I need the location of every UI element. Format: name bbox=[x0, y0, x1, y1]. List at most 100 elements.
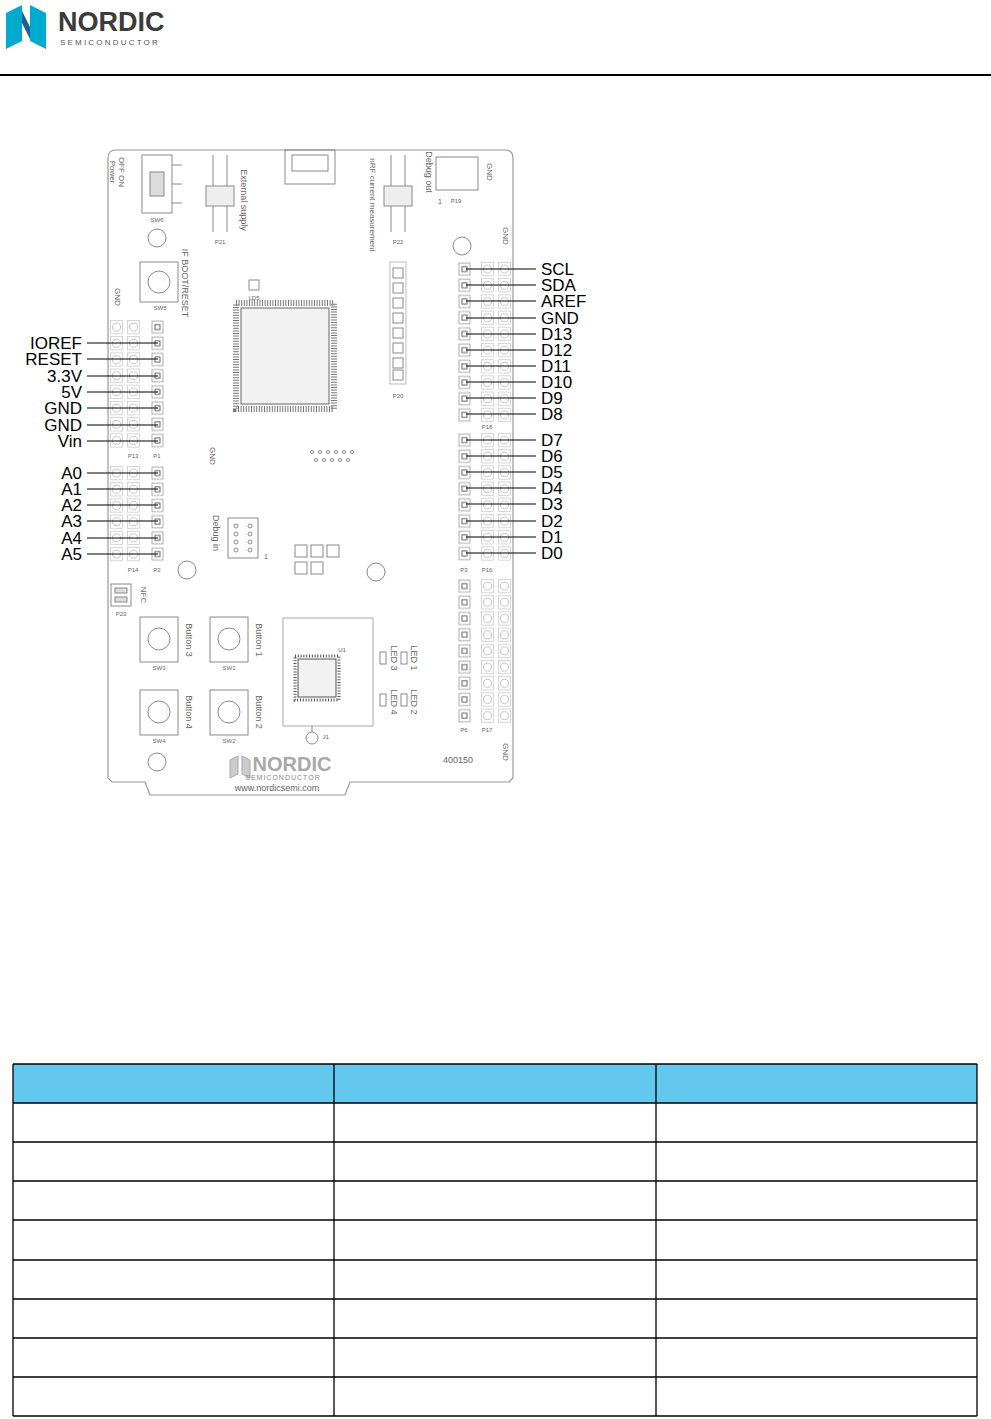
board-drawing bbox=[466, 350, 536, 351]
pin-label: D12 bbox=[541, 342, 572, 359]
silkscreen-text: P17 bbox=[482, 727, 493, 733]
board-drawing bbox=[210, 690, 248, 735]
board-drawing bbox=[218, 628, 240, 650]
board-drawing bbox=[13, 1063, 977, 1064]
board-drawing bbox=[283, 618, 373, 726]
board-drawing bbox=[401, 694, 407, 706]
board-drawing bbox=[480, 578, 495, 724]
board-parts bbox=[111, 150, 478, 778]
board-drawing bbox=[295, 656, 339, 700]
board-drawing bbox=[22, 11, 30, 39]
board-drawing bbox=[248, 524, 252, 528]
pin-label: D1 bbox=[541, 529, 563, 546]
board-drawing bbox=[172, 203, 182, 204]
board-drawing bbox=[13, 1064, 977, 1103]
board-drawing bbox=[87, 392, 158, 393]
silkscreen-text: Debug in bbox=[211, 515, 220, 551]
board-drawing bbox=[318, 450, 321, 453]
silkscreen-text: OFF ON bbox=[117, 157, 125, 187]
board-drawing bbox=[457, 432, 472, 562]
board-drawing bbox=[126, 319, 141, 449]
board-drawing bbox=[311, 562, 323, 574]
board-drawing bbox=[178, 561, 196, 579]
silkscreen-text: P20 bbox=[393, 393, 404, 399]
board-drawing bbox=[109, 319, 124, 449]
board-drawing bbox=[126, 465, 141, 562]
board-drawing bbox=[497, 578, 512, 724]
pin-label: A3 bbox=[61, 513, 82, 530]
board-drawing bbox=[87, 554, 158, 555]
silkscreen-text: U1 bbox=[338, 647, 346, 653]
pin-label: A2 bbox=[61, 497, 82, 514]
pin-label: D4 bbox=[541, 480, 563, 497]
board-drawing bbox=[298, 659, 336, 697]
board-drawing bbox=[12, 1064, 13, 1416]
board-drawing bbox=[148, 628, 170, 650]
board-drawing bbox=[976, 1064, 977, 1416]
silkscreen-text: SW5 bbox=[153, 305, 166, 311]
pin-label: SCL bbox=[541, 261, 574, 278]
pin-label: D5 bbox=[541, 464, 563, 481]
board-drawing bbox=[140, 262, 178, 302]
silkscreen-text: Debug out bbox=[424, 151, 433, 193]
board-drawing bbox=[115, 588, 127, 593]
silkscreen-text: P23 bbox=[116, 611, 127, 617]
board-drawing bbox=[234, 524, 238, 528]
silkscreen-text: GND bbox=[501, 743, 509, 761]
board-drawing bbox=[334, 450, 337, 453]
pin-label: D11 bbox=[541, 358, 571, 375]
board-drawing bbox=[13, 1064, 977, 1416]
board-drawing bbox=[393, 268, 403, 278]
silkscreen-text: P21 bbox=[215, 239, 226, 245]
header-pins bbox=[109, 261, 512, 724]
board-drawing bbox=[87, 343, 158, 344]
board-drawing bbox=[466, 414, 536, 415]
board-drawing bbox=[148, 701, 170, 723]
board-drawing bbox=[87, 425, 158, 426]
pin-label: D8 bbox=[541, 406, 563, 423]
board-drawing bbox=[480, 432, 495, 562]
pin-label: A0 bbox=[61, 465, 82, 482]
board-drawing bbox=[384, 186, 412, 206]
silkscreen-text: LD5 bbox=[248, 295, 259, 301]
header-rule bbox=[0, 74, 991, 76]
board-drawing bbox=[206, 186, 234, 206]
board-drawing bbox=[480, 578, 495, 724]
board-drawing bbox=[497, 578, 512, 724]
board-drawing bbox=[285, 150, 335, 184]
board-logo-text: NORDIC bbox=[253, 754, 332, 774]
pin-label: A4 bbox=[61, 530, 82, 547]
silkscreen-text: LED 4 bbox=[389, 689, 398, 714]
board-drawing bbox=[466, 504, 536, 505]
board-drawing bbox=[312, 726, 313, 732]
pin-label: RESET bbox=[25, 351, 82, 368]
board-drawing bbox=[87, 505, 158, 506]
board-drawing bbox=[150, 319, 165, 449]
silkscreen-text: External supply bbox=[239, 169, 248, 231]
board-drawing bbox=[87, 441, 158, 442]
board-drawing bbox=[218, 701, 240, 723]
board-outline bbox=[108, 150, 513, 795]
board-drawing bbox=[234, 540, 238, 544]
board-drawing bbox=[314, 458, 317, 461]
pin-label: A1 bbox=[61, 481, 82, 498]
board-drawing bbox=[236, 303, 334, 409]
board-logo-text: SEMICONDUCTOR bbox=[245, 774, 320, 781]
silkscreen-text: NFC bbox=[139, 587, 147, 603]
board-drawing bbox=[480, 432, 495, 562]
board-drawing bbox=[333, 1064, 334, 1416]
board-drawing bbox=[466, 488, 536, 489]
board-drawing bbox=[87, 376, 158, 377]
silkscreen-text: 1 bbox=[438, 198, 442, 205]
pin-label: IOREF bbox=[30, 335, 82, 352]
board-drawing bbox=[497, 432, 512, 562]
board-drawing bbox=[13, 1219, 977, 1220]
silkscreen-text: SW2 bbox=[222, 738, 235, 744]
board-drawing bbox=[380, 652, 386, 664]
board-drawing bbox=[234, 548, 238, 552]
board-drawing bbox=[393, 298, 403, 308]
board-drawing bbox=[140, 617, 178, 662]
silkscreen-text: SW6 bbox=[150, 217, 163, 223]
board-drawing bbox=[13, 1141, 977, 1142]
board-drawing bbox=[126, 319, 141, 449]
